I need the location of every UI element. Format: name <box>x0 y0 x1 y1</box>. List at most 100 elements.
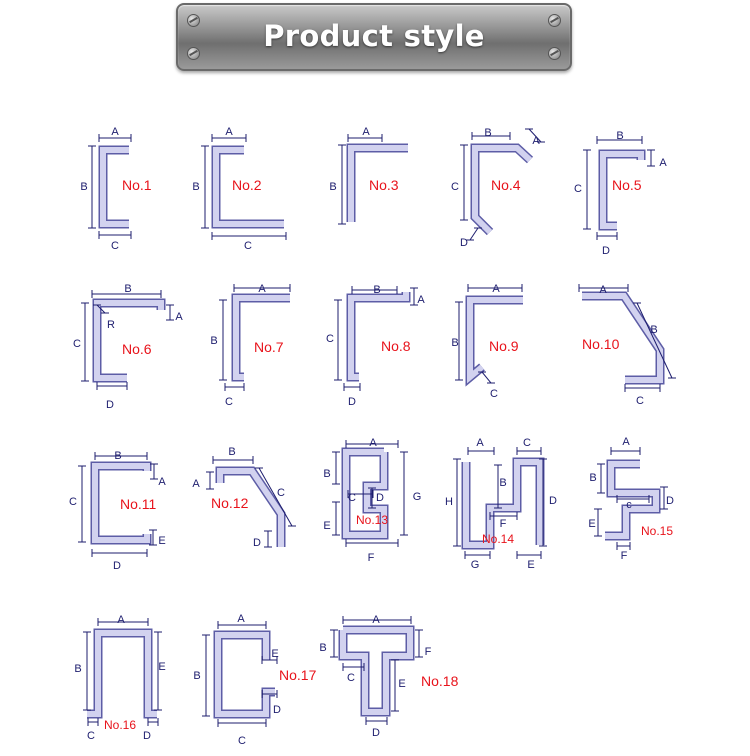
screw-icon <box>548 47 561 60</box>
dimension-label-d: D <box>372 727 380 739</box>
profile-fill <box>233 295 290 380</box>
dimension-label-a: A <box>622 436 630 448</box>
profile-style-7: A B C No.7 <box>210 283 291 408</box>
dimension-label-b: B <box>329 181 336 193</box>
dimension-label-d: D <box>143 730 151 742</box>
profile-fill <box>472 145 533 235</box>
dimension-label-e: E <box>158 535 165 547</box>
dimension-label-f: F <box>621 550 628 562</box>
style-number-label: No.4 <box>491 177 521 193</box>
style-number-label: No.7 <box>254 339 284 355</box>
style-number-label: No.17 <box>279 667 317 683</box>
screw-icon <box>548 14 561 27</box>
dimension-label-b: B <box>484 127 491 139</box>
style-number-label: No.3 <box>369 177 399 193</box>
screw-icon <box>187 47 200 60</box>
style-number-label: No.15 <box>641 524 673 538</box>
dimension-label-b: B <box>499 477 506 489</box>
title-banner: Product style <box>176 3 572 71</box>
dimension-label-f: F <box>368 552 375 564</box>
dimension-line <box>636 302 673 379</box>
dimension-label-c: C <box>73 338 81 350</box>
style-number-label: No.1 <box>122 177 152 193</box>
dimension-label-c: C <box>238 735 246 747</box>
dimension-label-a: A <box>225 126 233 138</box>
dimension-label-f: F <box>425 646 432 658</box>
dimension-label-d: D <box>113 560 121 572</box>
profile-fill <box>100 147 129 227</box>
dimension-line <box>469 227 479 241</box>
profile-style-3: A B No.3 <box>329 126 408 225</box>
dimension-label-c: C <box>451 181 459 193</box>
dimension-label-a: A <box>117 614 125 626</box>
profile-style-4: B A C D No.4 <box>451 127 545 249</box>
style-number-label: No.5 <box>612 177 642 193</box>
dimension-label-c: C <box>347 672 355 684</box>
dimension-label-c: C <box>490 388 498 400</box>
dimension-label-b: B <box>616 130 623 142</box>
profile-outline <box>231 293 290 382</box>
style-number-label: No.13 <box>356 513 388 527</box>
profile-fill <box>348 145 408 222</box>
dimension-label-a: A <box>599 284 607 296</box>
screw-icon <box>187 14 200 27</box>
dimension-label-b: B <box>114 450 121 462</box>
dimension-label-f: F <box>500 518 507 530</box>
profile-fill <box>87 630 157 717</box>
dimension-label-a: A <box>532 135 540 147</box>
dimension-label-e: E <box>527 559 534 571</box>
style-number-label: No.12 <box>211 495 249 511</box>
style-number-label: No.14 <box>482 532 514 546</box>
profile-fill <box>213 147 284 227</box>
dimension-label-a: A <box>192 478 200 490</box>
style-number-label: No.10 <box>582 336 620 352</box>
dimension-label-b: B <box>124 283 131 295</box>
dimension-label-d: D <box>253 537 261 549</box>
style-number-label: No.8 <box>381 338 411 354</box>
profile-outline <box>346 292 411 382</box>
dimension-label-e: E <box>158 661 165 673</box>
dimension-label-a: A <box>369 437 377 449</box>
dimension-label-b: B <box>319 642 326 654</box>
dimension-label-r: R <box>107 319 115 331</box>
dimension-label-a: A <box>258 283 266 295</box>
dimension-label-b: B <box>451 337 458 349</box>
profile-fill <box>340 627 413 715</box>
dimension-line <box>528 128 542 143</box>
profile-fill <box>92 463 150 543</box>
profile-fill <box>463 459 543 548</box>
profile-fill <box>605 461 659 539</box>
style-number-label: No.18 <box>421 673 459 689</box>
dimension-label-c: C <box>348 492 356 504</box>
dimension-label-c: C <box>574 183 582 195</box>
banner-title: Product style <box>263 19 485 53</box>
dimension-label-c: c <box>626 499 632 511</box>
dimension-label-g: G <box>471 559 480 571</box>
dimension-label-b: B <box>210 335 217 347</box>
dimension-label-a: A <box>175 311 183 323</box>
dimension-label-d: D <box>602 245 610 257</box>
style-number-label: No.11 <box>120 496 157 512</box>
dimension-label-h: H <box>445 496 453 508</box>
dimension-label-a: A <box>362 126 370 138</box>
dimension-label-c: C <box>277 487 285 499</box>
profile-fill <box>348 292 409 380</box>
dimension-label-d: D <box>460 237 468 249</box>
style-number-label: No.2 <box>232 177 262 193</box>
style-number-label: No.16 <box>104 718 136 732</box>
dimension-label-c: C <box>225 396 233 408</box>
dimension-label-b: B <box>373 284 380 296</box>
dimension-label-b: B <box>192 181 199 193</box>
dimension-label-b: B <box>193 670 200 682</box>
profile-fill <box>343 449 387 538</box>
